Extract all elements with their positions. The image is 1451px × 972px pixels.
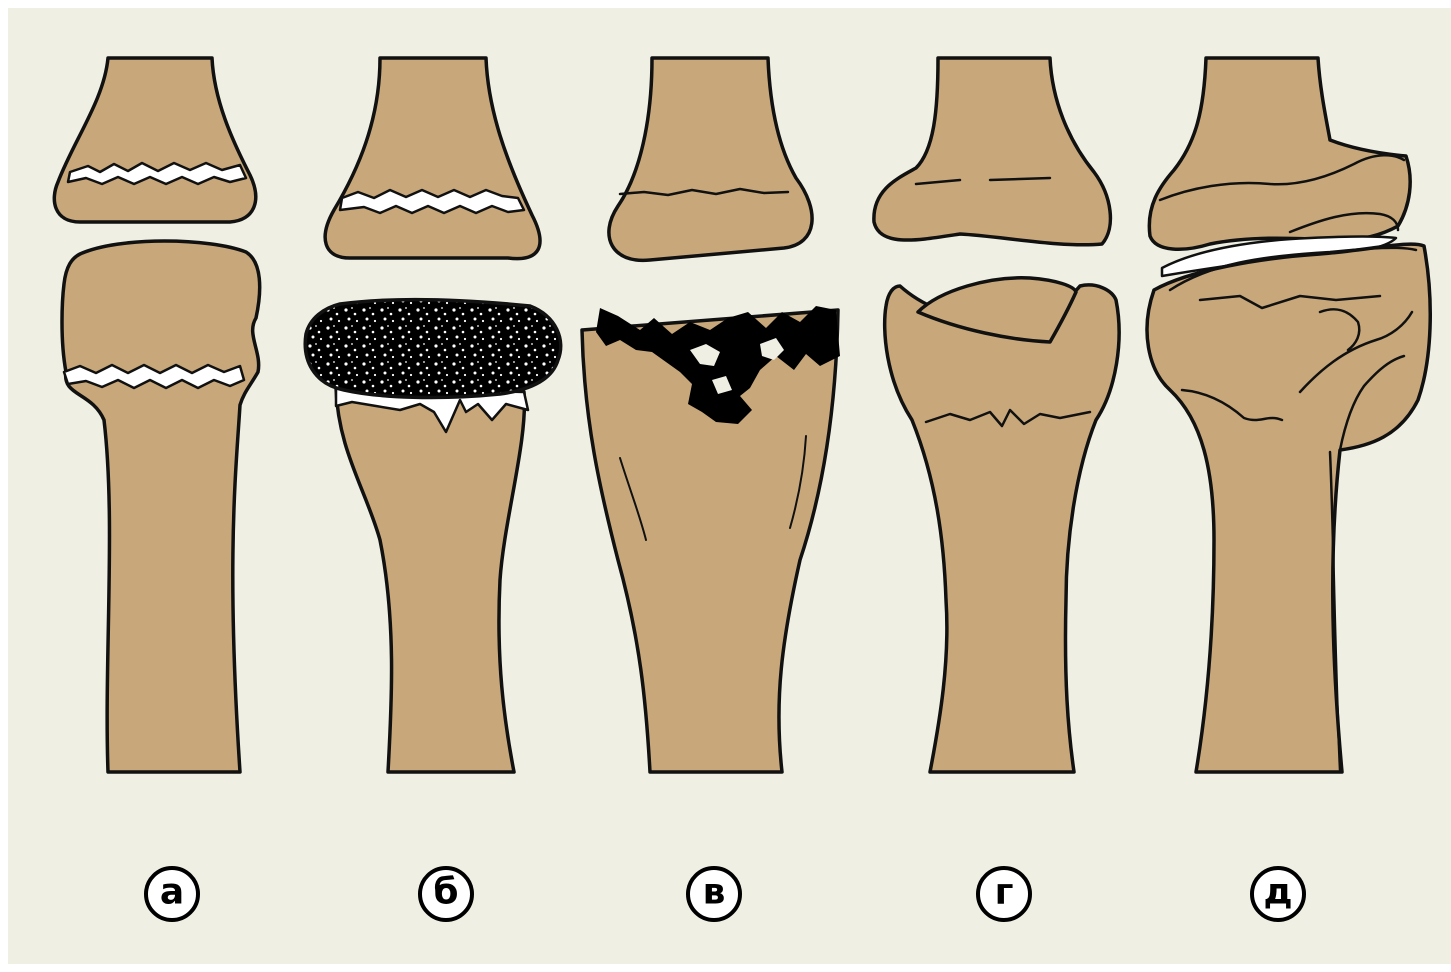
stage-label-g: г	[978, 868, 1030, 920]
stage-b-necrotic-epiphysis	[305, 300, 560, 398]
stage-v-illustration	[582, 58, 840, 772]
stage-label-v: в	[688, 868, 740, 920]
stage-label-b: б	[420, 868, 472, 920]
stage-a-upper-bone	[54, 58, 255, 222]
stage-label-v-text: в	[703, 872, 726, 913]
stage-label-d: д	[1252, 868, 1304, 920]
stage-label-b-text: б	[433, 872, 458, 913]
stage-label-a: а	[146, 868, 198, 920]
stage-label-d-text: д	[1263, 872, 1292, 913]
stage-b-upper-bone	[325, 58, 540, 259]
stage-v-upper-bone	[609, 58, 812, 260]
stage-a-illustration	[54, 58, 259, 772]
stage-label-g-text: г	[995, 872, 1014, 913]
stage-g-upper-bone	[874, 58, 1111, 245]
stage-d-lower-bone	[1147, 244, 1430, 772]
stage-g-illustration	[874, 58, 1119, 772]
diagram-canvas: а б в г д	[8, 8, 1451, 964]
stage-d-illustration	[1147, 58, 1430, 772]
stage-g-lower-bone	[885, 285, 1119, 772]
stage-d-upper-bone	[1149, 58, 1410, 249]
stage-b-lower-bone	[336, 388, 524, 772]
stage-a-lower-bone	[62, 241, 260, 772]
stage-b-illustration	[305, 58, 560, 772]
stage-label-a-text: а	[160, 872, 184, 913]
bone-stages-figure: а б в г д	[8, 8, 1451, 964]
